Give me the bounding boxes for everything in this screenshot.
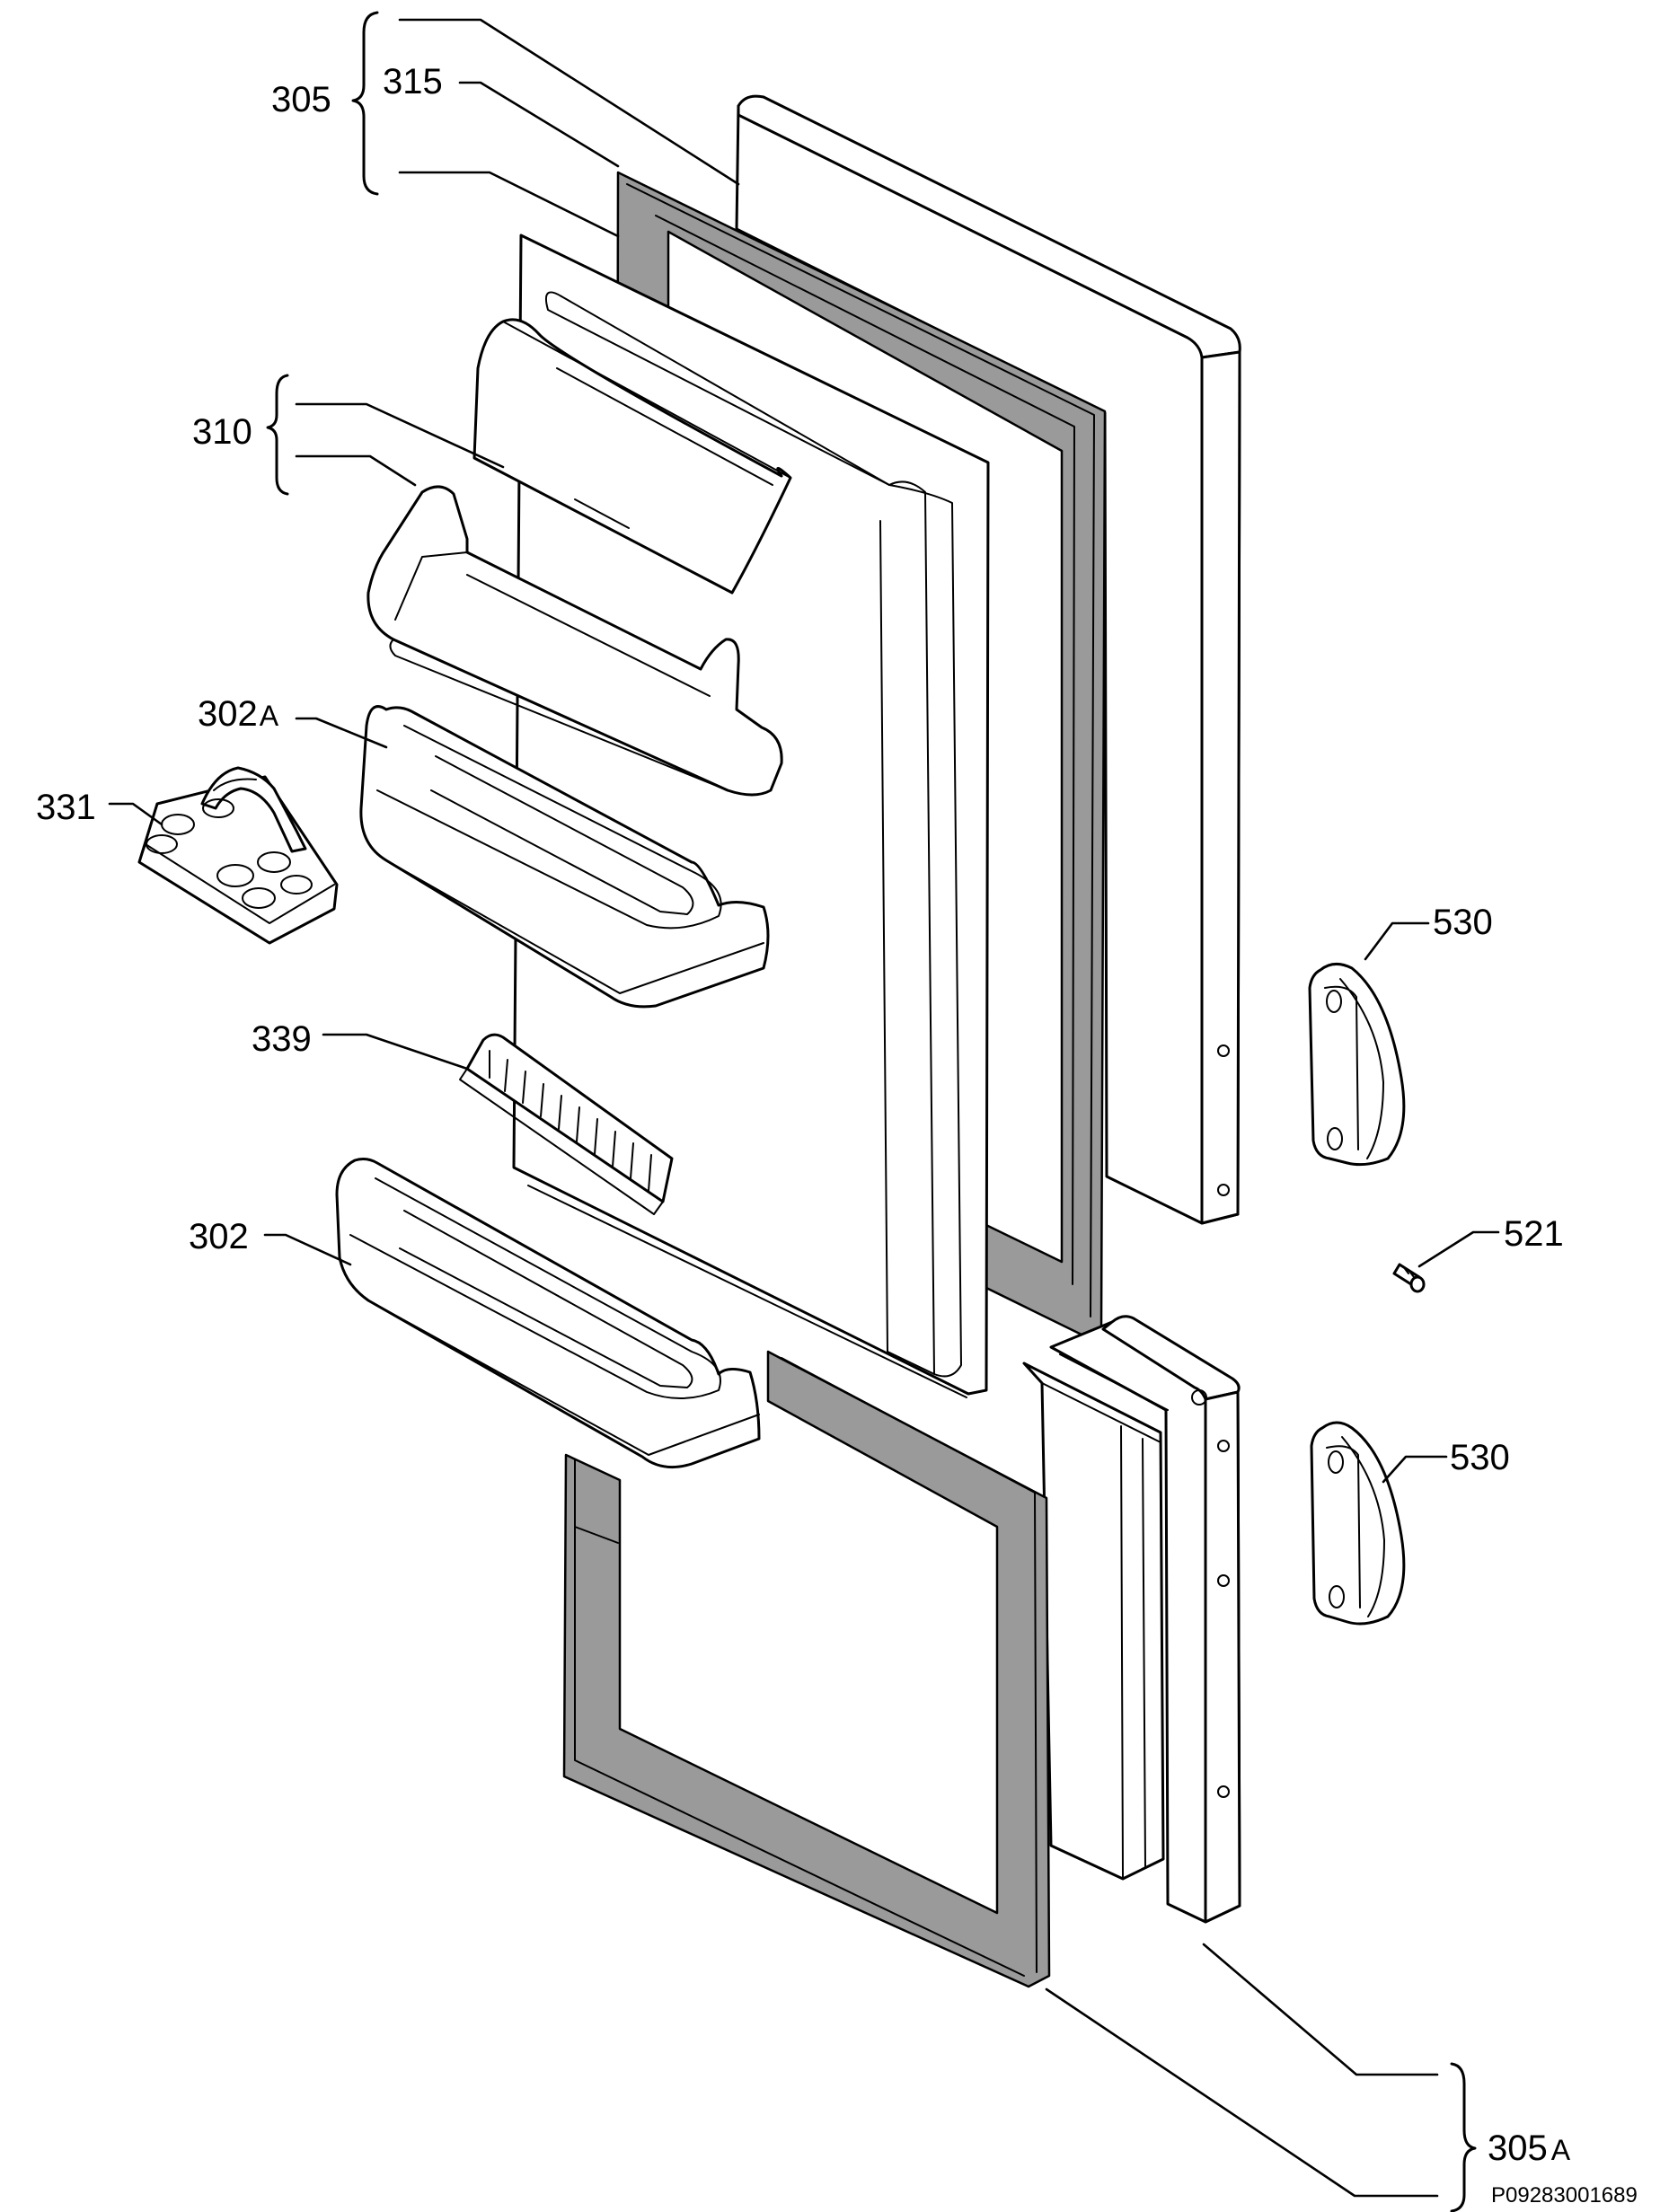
part-labels: 305 315 310 302A 331 339 302 530 521 530… bbox=[36, 62, 1638, 2208]
door-shelf-302A bbox=[359, 705, 770, 1009]
door-shelf-302 bbox=[335, 1158, 761, 1469]
handle-530-upper bbox=[1308, 963, 1406, 1167]
dairy-compartment-310 bbox=[472, 318, 792, 595]
label-339: 339 bbox=[252, 1019, 312, 1059]
lower-door-liner bbox=[1022, 1353, 1169, 1881]
brace-310 bbox=[266, 374, 289, 496]
leader-lines bbox=[108, 18, 1500, 2198]
label-315: 315 bbox=[383, 62, 443, 101]
label-302: 302 bbox=[189, 1217, 249, 1256]
label-331: 331 bbox=[36, 788, 96, 827]
bottle-retainer-339 bbox=[459, 1033, 674, 1215]
drawing-code: P09283001689 bbox=[1491, 2183, 1638, 2208]
label-302A: 302A bbox=[198, 694, 279, 734]
label-305: 305 bbox=[271, 80, 331, 119]
handle-530-lower bbox=[1310, 1421, 1406, 1626]
door-shelf-upper bbox=[366, 485, 783, 797]
lower-door-panel bbox=[1049, 1315, 1241, 1924]
label-530-upper: 530 bbox=[1433, 903, 1493, 942]
egg-tray-331 bbox=[137, 766, 339, 945]
screw-521 bbox=[1392, 1263, 1426, 1293]
label-521: 521 bbox=[1504, 1214, 1564, 1254]
upper-door-panel bbox=[735, 94, 1241, 1225]
brace-305A bbox=[1450, 2062, 1477, 2212]
label-310: 310 bbox=[192, 412, 252, 452]
lower-door-gasket bbox=[562, 1350, 1051, 1988]
brace-305 bbox=[351, 11, 379, 196]
label-530-lower: 530 bbox=[1450, 1438, 1510, 1477]
